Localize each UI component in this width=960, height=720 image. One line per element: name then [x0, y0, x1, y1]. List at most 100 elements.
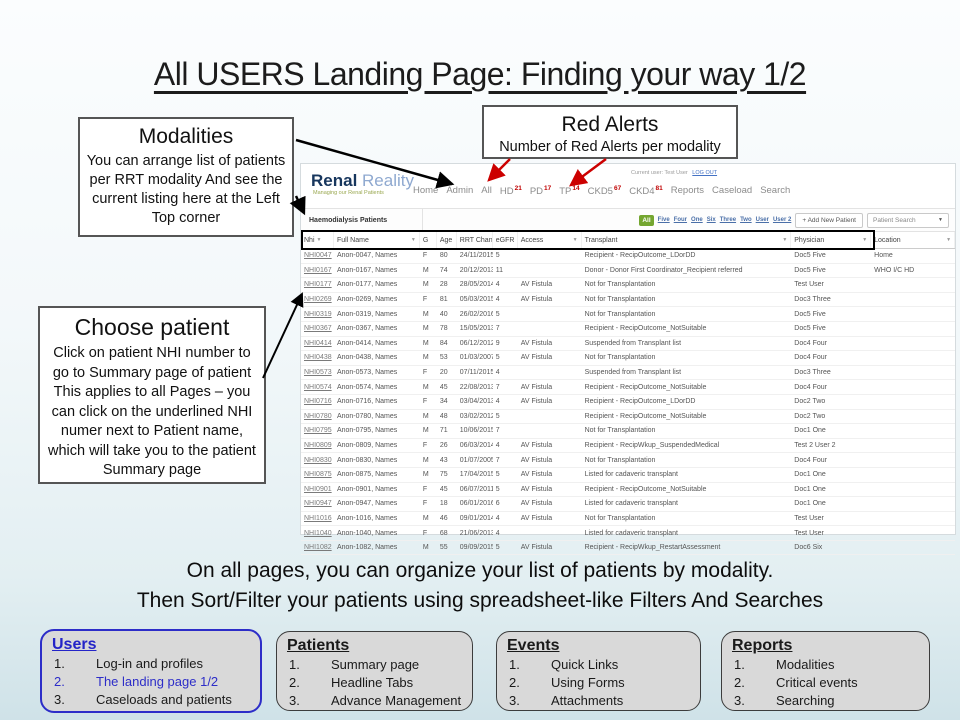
nhi-link[interactable]: NHI0901	[304, 485, 332, 493]
item-number: 1.	[54, 656, 65, 671]
filter-link-user-2[interactable]: User 2	[772, 217, 792, 223]
topic-box-item-quick-links[interactable]: 1.Quick Links	[507, 657, 690, 673]
table-cell: Not for Transplantation	[584, 296, 656, 304]
table-cell: 7	[495, 325, 500, 333]
topic-box-title-reports[interactable]: Reports	[732, 637, 793, 654]
table-cell	[518, 366, 582, 380]
nhi-link[interactable]: NHI0574	[304, 383, 332, 391]
nav-item-ckd4[interactable]: CKD481	[629, 185, 663, 197]
table-cell: 21/06/2013	[459, 529, 493, 537]
filter-funnel-icon[interactable]: ▼	[946, 237, 952, 243]
topic-box-item-the-landing-page-1-2[interactable]: 2.The landing page 1/2	[52, 673, 250, 690]
item-label: Advance Management	[331, 692, 462, 708]
column-header-full-name[interactable]: Full Name▼	[334, 232, 420, 248]
table-cell: 06/07/2011	[459, 485, 493, 493]
topic-box-item-summary-page[interactable]: 1.Summary page	[287, 657, 462, 673]
table-cell: Anon-0809, Names	[336, 442, 398, 450]
topic-box-item-attachments[interactable]: 3.Attachments	[507, 693, 690, 709]
topic-box-item-caseloads-and-patients[interactable]: 3.Caseloads and patients	[52, 692, 250, 708]
nav-item-hd[interactable]: HD21	[500, 185, 522, 197]
filter-funnel-icon[interactable]: ▼	[862, 237, 868, 243]
nhi-link[interactable]: NHI0573	[304, 369, 332, 377]
table-cell	[518, 322, 582, 336]
table-cell: 78	[439, 325, 448, 333]
nhi-link[interactable]: NHI0167	[304, 266, 332, 274]
filter-funnel-icon[interactable]: ▼	[572, 237, 578, 243]
tab-haemodialysis-patients[interactable]: Haemodialysis Patients	[301, 209, 423, 231]
topic-box-item-critical-events[interactable]: 2.Critical events	[732, 675, 919, 691]
nhi-link[interactable]: NHI0809	[304, 442, 332, 450]
nhi-link[interactable]: NHI0795	[304, 427, 332, 435]
nav-item-tp[interactable]: TP14	[559, 185, 579, 197]
column-header-transplant[interactable]: Transplant▼	[582, 232, 792, 248]
topic-box-item-headline-tabs[interactable]: 2.Headline Tabs	[287, 675, 462, 691]
nhi-link[interactable]: NHI0716	[304, 398, 332, 406]
filter-link-user[interactable]: User	[755, 217, 769, 223]
filter-funnel-icon[interactable]: ▼	[410, 237, 416, 243]
nhi-link[interactable]: NHI0438	[304, 354, 332, 362]
nav-item-all[interactable]: All	[481, 185, 492, 196]
topic-box-title-events[interactable]: Events	[507, 637, 560, 654]
logout-link[interactable]: LOG OUT	[692, 170, 718, 176]
nav-item-pd[interactable]: PD17	[530, 185, 551, 197]
table-cell: 09/09/2015	[459, 544, 493, 552]
filter-funnel-icon[interactable]: ▼	[782, 237, 788, 243]
nhi-link[interactable]: NHI0367	[304, 325, 332, 333]
column-label: Physician	[794, 236, 825, 244]
nhi-link[interactable]: NHI0047	[304, 252, 332, 260]
filter-funnel-icon[interactable]: ▼	[516, 237, 517, 243]
topic-box-item-modalities[interactable]: 1.Modalities	[732, 657, 919, 673]
nhi-link[interactable]: NHI1040	[304, 529, 332, 537]
topic-box-item-searching[interactable]: 3.Searching	[732, 693, 919, 709]
column-header-age[interactable]: Age	[437, 232, 457, 248]
nav-item-caseload[interactable]: Caseload	[712, 185, 752, 196]
all-filter-button[interactable]: All	[639, 214, 654, 226]
nav-item-ckd5[interactable]: CKD567	[588, 185, 622, 197]
table-cell: Doc6 Six	[794, 544, 823, 552]
filter-link-one[interactable]: One	[691, 217, 703, 223]
add-new-patient-button[interactable]: + Add New Patient	[795, 212, 863, 228]
nhi-link[interactable]: NHI0780	[304, 412, 332, 420]
nhi-link[interactable]: NHI0319	[304, 310, 332, 318]
nhi-link[interactable]: NHI0177	[304, 281, 332, 289]
nav-item-search[interactable]: Search	[760, 185, 790, 196]
nhi-link[interactable]: NHI1082	[304, 544, 332, 552]
nhi-link[interactable]: NHI0414	[304, 339, 332, 347]
topic-box-item-log-in-and-profiles[interactable]: 1.Log-in and profiles	[52, 656, 250, 672]
table-cell: WHO I/C HD	[874, 266, 915, 274]
column-label: RRT Change	[459, 236, 493, 244]
column-header-rrt-change[interactable]: RRT Change	[457, 232, 493, 248]
nav-item-reports[interactable]: Reports	[671, 185, 704, 196]
filter-link-six[interactable]: Six	[706, 217, 716, 223]
nhi-link[interactable]: NHI0947	[304, 500, 332, 508]
nhi-link[interactable]: NHI0875	[304, 471, 332, 479]
nhi-link[interactable]: NHI0269	[304, 296, 332, 304]
nav-item-admin[interactable]: Admin	[446, 185, 473, 196]
column-header-physician[interactable]: Physician ▼	[791, 232, 872, 248]
topic-box-item-using-forms[interactable]: 2.Using Forms	[507, 675, 690, 691]
filter-funnel-icon[interactable]: ▼	[316, 237, 322, 243]
table-cell: 06/01/2016	[459, 500, 493, 508]
nhi-link[interactable]: NHI1016	[304, 514, 332, 522]
topic-box-title-patients[interactable]: Patients	[287, 637, 350, 654]
table-cell: 5	[495, 544, 500, 552]
filter-link-five[interactable]: Five	[657, 217, 670, 223]
nav-item-home[interactable]: Home	[413, 185, 438, 196]
filter-link-three[interactable]: Three	[719, 217, 737, 223]
filter-link-four[interactable]: Four	[673, 217, 688, 223]
column-header-access[interactable]: Access▼	[518, 232, 582, 248]
column-header-egfr[interactable]: eGFR▼	[493, 232, 518, 248]
topic-box-item-advance-management[interactable]: 3.Advance Management	[287, 692, 462, 709]
table-cell: AV Fistula	[520, 544, 553, 552]
nhi-link[interactable]: NHI0830	[304, 456, 332, 464]
filter-link-two[interactable]: Two	[740, 217, 752, 223]
column-header-nhi[interactable]: Nhi▼	[301, 232, 334, 248]
table-cell	[518, 264, 582, 278]
patient-search-dropdown[interactable]: Patient Search ▼	[867, 212, 949, 228]
column-header-g[interactable]: G	[420, 232, 437, 248]
topic-box-title-users[interactable]: Users	[52, 636, 97, 653]
table-cell: Anon-0438, Names	[336, 354, 398, 362]
item-number: 2.	[54, 673, 65, 689]
column-header-location[interactable]: Location▼	[871, 232, 956, 248]
